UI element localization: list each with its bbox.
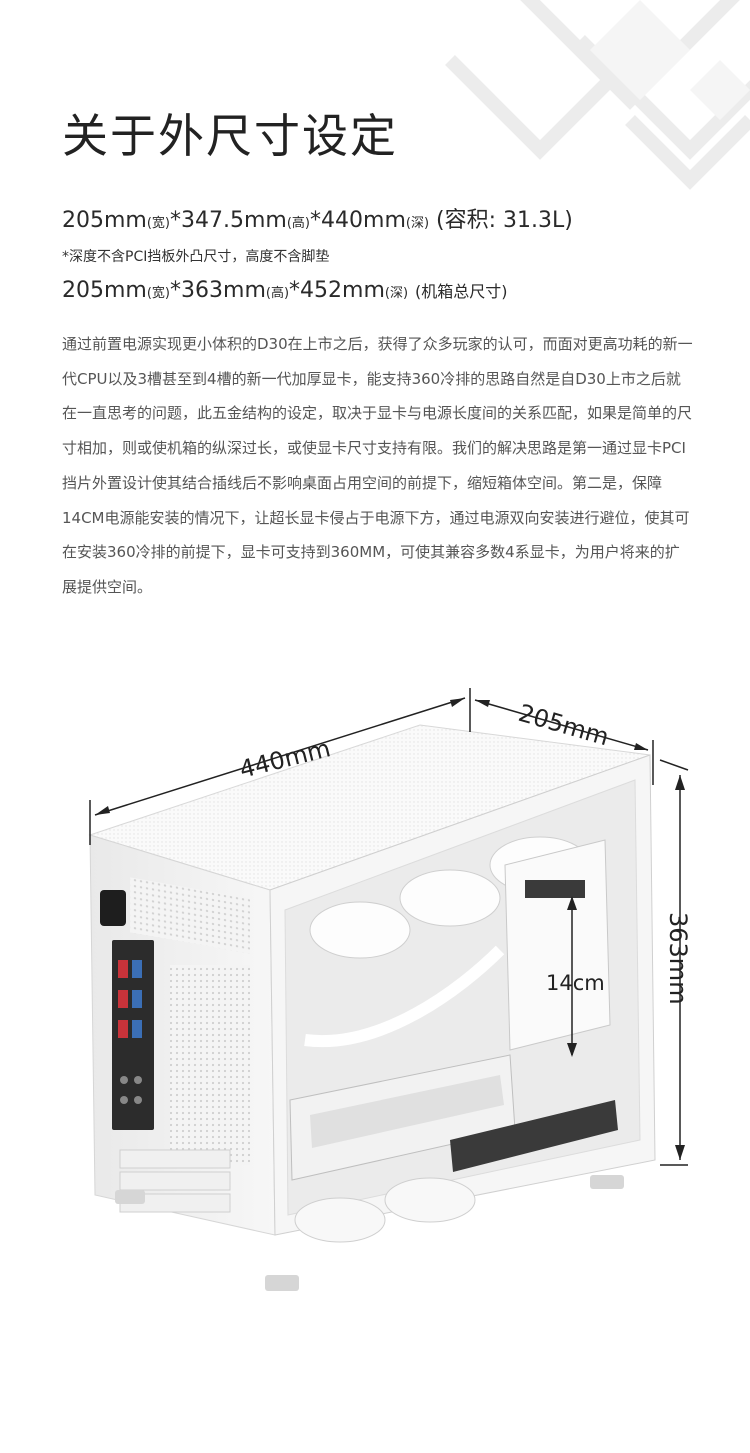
cooling-tubes [304, 945, 505, 1048]
width-unit: (宽) [146, 286, 171, 301]
case-feet [115, 1175, 624, 1291]
depth-unit: (深) [405, 216, 430, 231]
page-title: 关于外尺寸设定 [62, 109, 398, 163]
height-value: *363mm [170, 278, 266, 303]
rear-mesh [170, 965, 250, 1165]
overall-dimensions: 205mm(宽)*363mm(高)*452mm(深) (机箱总尺寸) [62, 278, 508, 303]
psu-gap-label: 14cm [546, 971, 605, 995]
height-dimension-line [659, 759, 689, 1166]
case-dimension-illustration: 440mm 205mm 363mm 14cm [88, 688, 692, 1291]
height-label: 363mm [664, 912, 692, 1005]
width-value: 205mm [62, 278, 147, 303]
total-size-label: (机箱总尺寸) [415, 282, 508, 301]
volume-label: (容积: 31.3L) [436, 208, 573, 233]
dimension-note: *深度不含PCI挡板外凸尺寸，高度不含脚垫 [62, 249, 330, 265]
depth-value: *452mm [289, 278, 385, 303]
drive-tray [450, 1100, 618, 1172]
psu-gap-dimension-line [567, 896, 577, 1057]
height-value: *347.5mm [170, 208, 287, 233]
power-socket [100, 890, 126, 926]
description-paragraph: 通过前置电源实现更小体积的D30在上市之后，获得了众多玩家的认可，而面对更高功耗… [62, 335, 693, 596]
width-dimension-line [474, 699, 654, 785]
depth-dimension-line [89, 688, 471, 845]
bottom-fans [294, 1177, 476, 1243]
depth-value: *440mm [310, 208, 406, 233]
width-value: 205mm [62, 208, 147, 233]
depth-unit: (深) [384, 286, 409, 301]
rear-vent-top [130, 877, 250, 954]
pci-slots [119, 1149, 231, 1213]
power-supply [504, 839, 611, 1051]
graphics-card-backplate [310, 1075, 504, 1148]
height-unit: (高) [265, 286, 290, 301]
volume-dimensions: 205mm(宽)*347.5mm(高)*440mm(深) (容积: 31.3L) [62, 202, 573, 234]
width-unit: (宽) [146, 216, 171, 231]
psu-fan [525, 880, 585, 898]
io-ports [118, 960, 142, 1104]
height-unit: (高) [286, 216, 311, 231]
